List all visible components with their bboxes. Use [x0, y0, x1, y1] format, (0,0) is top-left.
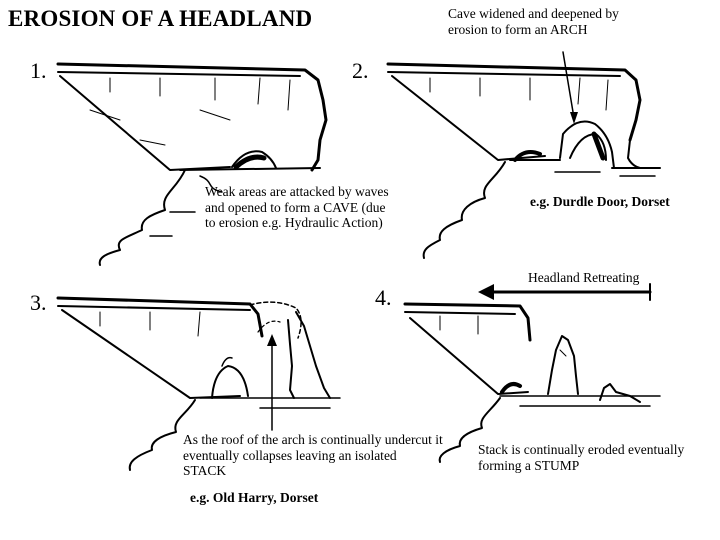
- stage-3-caption: As the roof of the arch is continually u…: [183, 432, 443, 478]
- headland-retreating-label: Headland Retreating: [528, 270, 640, 285]
- stage-2-number: 2.: [352, 58, 369, 83]
- panel-4-stump-drawing: [403, 302, 661, 463]
- panel-1-cave-drawing: [56, 62, 328, 266]
- panel-3-stack-drawing: [56, 296, 341, 471]
- stage-1-caption: Weak areas are attacked by waves and ope…: [205, 184, 389, 230]
- stage-4-number: 4.: [375, 285, 392, 310]
- stage-3-example: e.g. Old Harry, Dorset: [190, 490, 319, 505]
- panel-2-arch-drawing: [386, 62, 661, 259]
- stage-2-caption: Cave widened and deepened by erosion to …: [448, 6, 619, 37]
- page-title: EROSION OF A HEADLAND: [8, 6, 313, 31]
- stage-4-caption: Stack is continually eroded eventually f…: [478, 442, 685, 473]
- stage-3-number: 3.: [30, 290, 47, 315]
- stage-1-number: 1.: [30, 58, 47, 83]
- stage-2-example: e.g. Durdle Door, Dorset: [530, 194, 670, 209]
